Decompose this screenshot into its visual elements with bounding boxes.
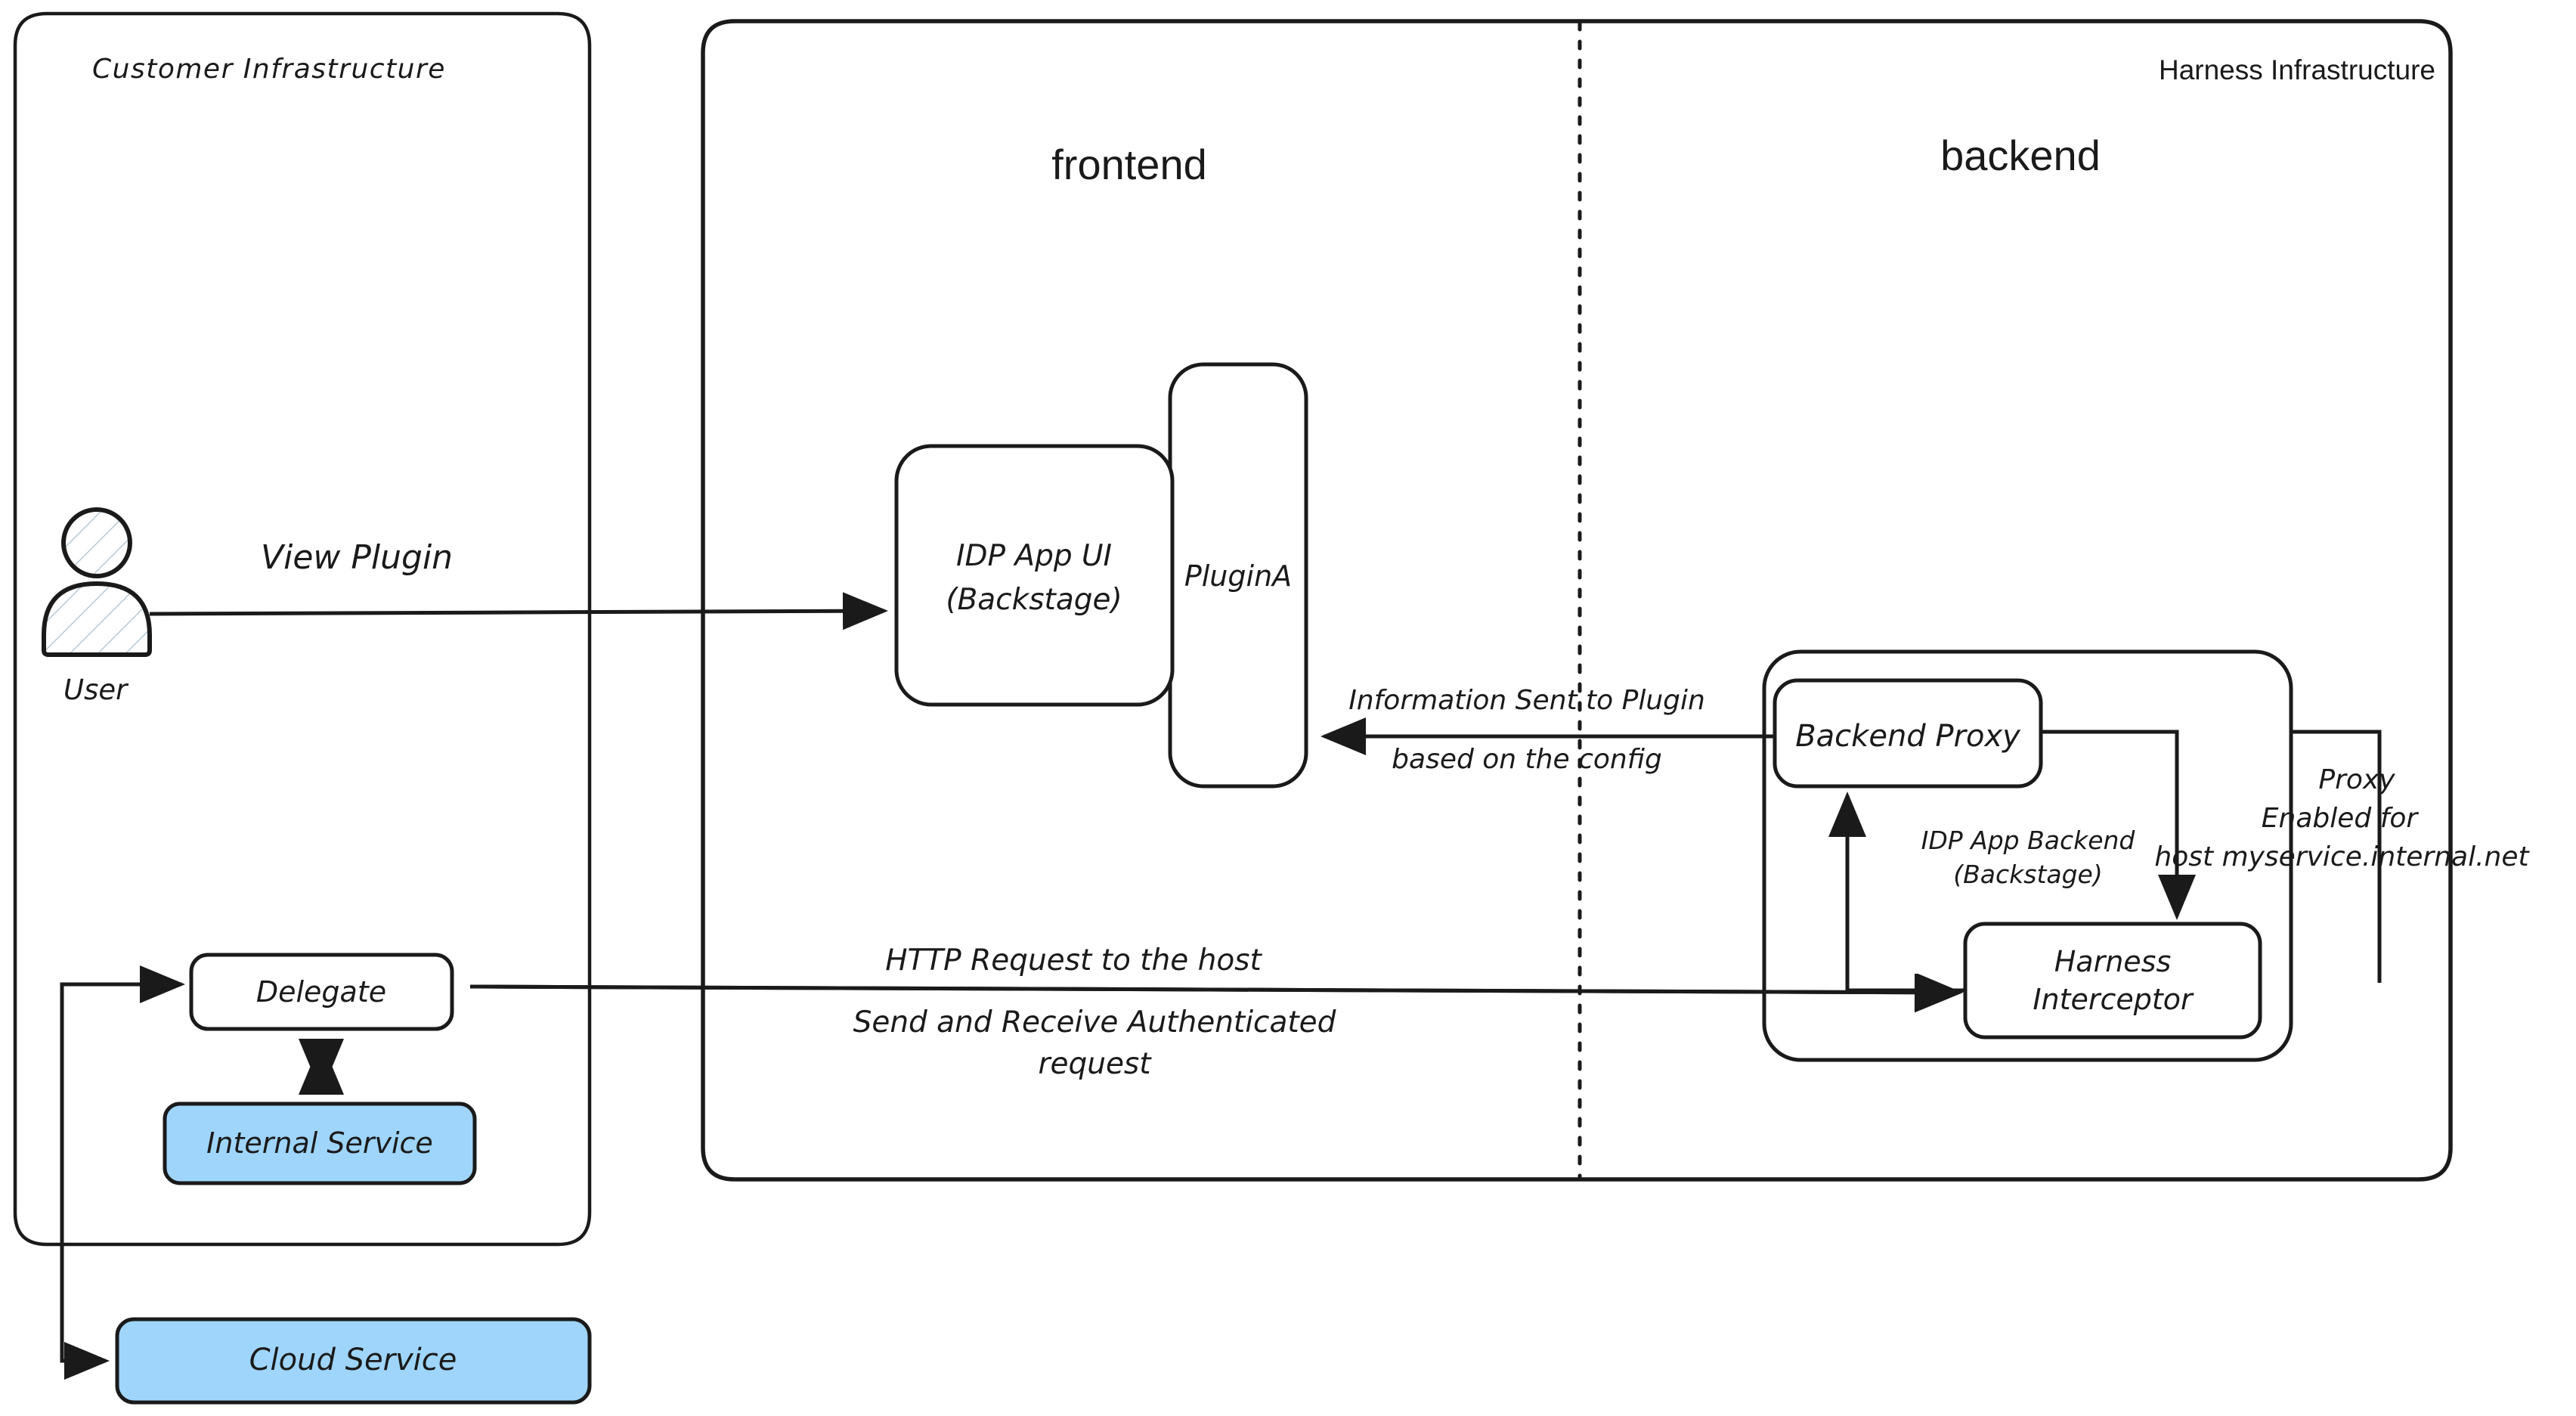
container-customer-infrastructure: Customer Infrastructure <box>13 11 592 1247</box>
edge-delegate-to-cloud-service <box>60 965 185 1380</box>
node-harness-interceptor-line2: Interceptor <box>2033 983 2194 1016</box>
annotation-proxy-enabled-line3: host myservice.internal.net <box>2154 841 2530 872</box>
node-backend-proxy-label: Backend Proxy <box>1795 719 2021 754</box>
container-idp-app-backend-line1: IDP App Backend <box>1921 826 2136 855</box>
node-user: User <box>42 507 152 706</box>
node-idp-app-ui-line2: (Backstage) <box>946 583 1122 617</box>
edge-http-request: HTTP Request to the host Send and Receiv… <box>469 943 1956 1081</box>
annotation-proxy-enabled-line2: Enabled for <box>2262 803 2420 834</box>
edge-view-plugin: View Plugin <box>149 538 888 631</box>
node-idp-app-ui[interactable]: IDP App UI (Backstage) <box>894 444 1175 707</box>
edge-proxy-to-interceptor <box>2041 730 2196 920</box>
container-idp-app-backend: IDP App Backend (Backstage) <box>1762 649 2293 1062</box>
node-backend-proxy[interactable]: Backend Proxy <box>1773 678 2043 789</box>
node-harness-interceptor[interactable]: Harness Interceptor <box>1963 922 2262 1040</box>
node-cloud-service[interactable]: Cloud Service <box>115 1317 592 1405</box>
node-delegate-label: Delegate <box>256 975 386 1009</box>
node-plugin-a-label: PluginA <box>1184 559 1292 593</box>
section-label-backend: backend <box>1940 132 2101 179</box>
annotation-proxy-enabled: Proxy Enabled for host myservice.interna… <box>2154 764 2530 872</box>
edge-http-request-line3: request <box>1038 1047 1152 1081</box>
node-idp-app-ui-line1: IDP App UI <box>956 539 1112 573</box>
node-harness-interceptor-line1: Harness <box>2054 945 2172 978</box>
container-harness-label: Harness Infrastructure <box>2159 54 2435 85</box>
node-user-label: User <box>63 674 129 706</box>
node-internal-service-label: Internal Service <box>206 1126 433 1160</box>
actor-icon-head <box>61 507 132 578</box>
node-internal-service[interactable]: Internal Service <box>163 1102 477 1185</box>
edge-information-sent-line2: based on the config <box>1392 744 1662 775</box>
edge-view-plugin-label: View Plugin <box>261 538 453 577</box>
section-label-frontend: frontend <box>1051 141 1207 188</box>
actor-icon-body <box>42 581 152 657</box>
node-delegate[interactable]: Delegate <box>189 953 454 1031</box>
node-plugin-a[interactable]: PluginA <box>1168 362 1308 789</box>
node-cloud-service-label: Cloud Service <box>249 1343 457 1377</box>
edge-information-sent-line1: Information Sent to Plugin <box>1348 685 1705 716</box>
container-customer-label: Customer Infrastructure <box>92 54 446 85</box>
edge-http-request-line2: Send and Receive Authenticated <box>853 1005 1336 1040</box>
annotation-proxy-enabled-line1: Proxy <box>2318 764 2395 795</box>
container-harness-infrastructure: Harness Infrastructure <box>701 19 2453 1182</box>
container-idp-app-backend-line2: (Backstage) <box>1953 860 2102 889</box>
edge-proxy-enabled-connector <box>2291 730 2382 983</box>
edge-http-request-line1: HTTP Request to the host <box>885 943 1262 978</box>
edge-information-sent-to-plugin: Information Sent to Plugin based on the … <box>1321 685 1775 775</box>
